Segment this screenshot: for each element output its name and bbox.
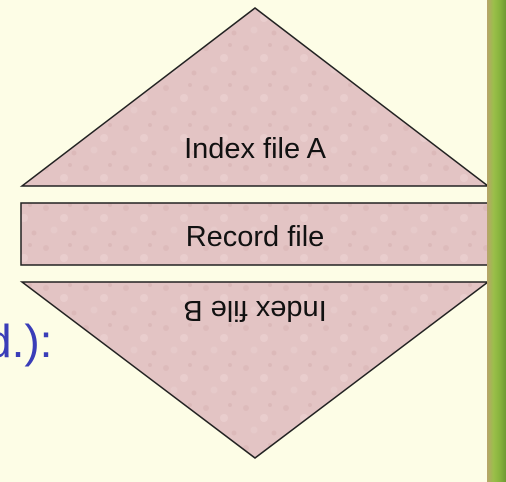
record-file-box — [20, 202, 489, 266]
index-file-a-label: Index file A — [184, 133, 327, 165]
index-file-b-triangle — [19, 281, 491, 459]
slide-partial-text: d.): — [0, 315, 53, 367]
index-file-a-triangle — [19, 7, 491, 187]
slide-edge-decoration — [487, 0, 506, 482]
record-file-label: Record file — [186, 221, 325, 253]
index-file-b-label: Index file B — [183, 294, 326, 326]
